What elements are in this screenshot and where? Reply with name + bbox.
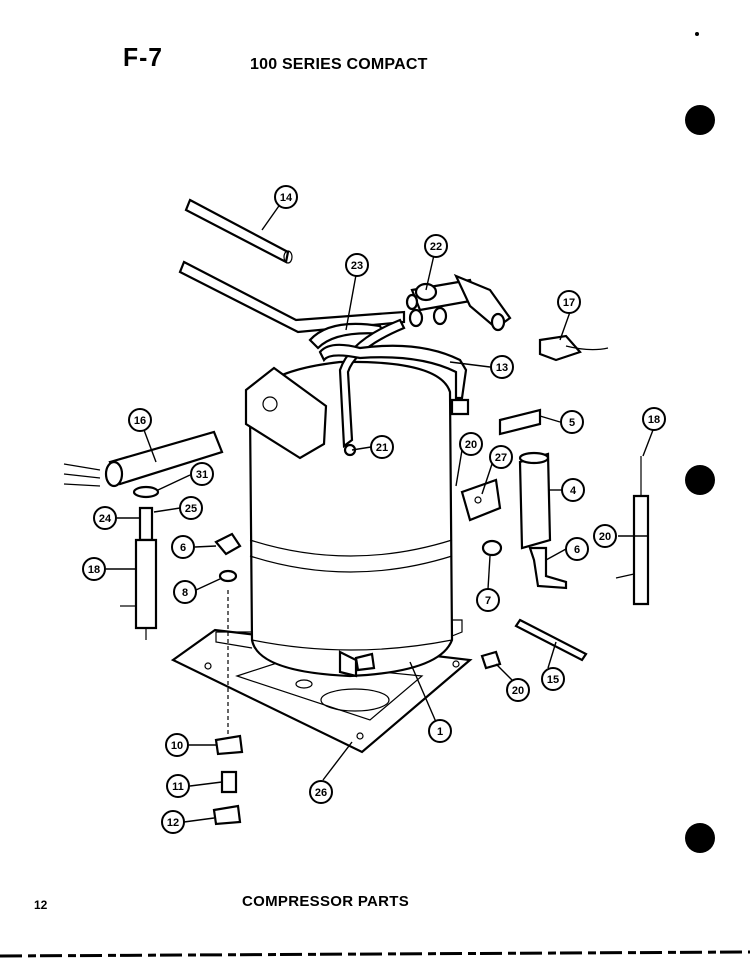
callout-4: 4 (561, 478, 585, 502)
callout-number: 25 (185, 503, 197, 515)
callout-number: 1 (437, 726, 443, 738)
series-title: 100 SERIES COMPACT (250, 56, 428, 73)
callout-number: 26 (315, 787, 327, 799)
service-valve-cluster (405, 273, 512, 332)
callout-20-upper: 20 (459, 432, 483, 456)
callout-12: 12 (161, 810, 185, 834)
section-title: COMPRESSOR PARTS (242, 893, 410, 910)
speck-mark (695, 32, 699, 36)
callout-18-left: 18 (82, 557, 106, 581)
callout-number: 22 (430, 241, 442, 253)
binder-hole-top (685, 105, 715, 135)
callout-number: 24 (99, 513, 112, 525)
loose-parts (480, 618, 588, 670)
callout-5: 5 (560, 410, 584, 434)
accumulator-assembly (498, 408, 568, 590)
binder-hole-middle (685, 465, 715, 495)
callout-27: 27 (489, 445, 513, 469)
refrigerant-tubing (178, 198, 470, 457)
callout-14: 14 (274, 185, 298, 209)
callout-24: 24 (93, 506, 117, 530)
mount-hardware (212, 532, 244, 826)
callout-15: 15 (541, 667, 565, 691)
overload-relay (63, 430, 224, 499)
callout-13: 13 (490, 355, 514, 379)
scan-edge (0, 950, 750, 958)
binder-hole-bottom (685, 823, 715, 853)
callout-number: 31 (196, 469, 208, 481)
callout-number: 6 (180, 542, 186, 554)
callout-number: 5 (569, 417, 575, 429)
callout-25: 25 (179, 496, 203, 520)
callout-23: 23 (345, 253, 369, 277)
leader-lines (106, 202, 654, 823)
callout-number: 17 (563, 297, 575, 309)
callout-31: 31 (190, 462, 214, 486)
callout-22: 22 (424, 234, 448, 258)
callout-number: 7 (485, 595, 491, 607)
callout-number: 8 (182, 587, 188, 599)
start-capacitor (615, 456, 650, 606)
callout-number: 13 (496, 362, 508, 374)
callout-1: 1 (428, 719, 452, 743)
callout-number: 11 (172, 781, 184, 793)
callout-number: 10 (171, 740, 183, 752)
callout-number: 14 (280, 192, 293, 204)
callout-number: 20 (512, 685, 524, 697)
compressor-body (215, 360, 463, 678)
callout-6-upper: 6 (171, 535, 195, 559)
callout-number: 18 (88, 564, 100, 576)
callout-17: 17 (557, 290, 581, 314)
mounting-bracket (460, 478, 503, 557)
callout-21: 21 (370, 435, 394, 459)
callout-number: 27 (495, 452, 507, 464)
callout-number: 15 (547, 674, 559, 686)
callout-6-lower: 6 (565, 537, 589, 561)
callout-number: 23 (351, 260, 363, 272)
callout-number: 6 (574, 544, 580, 556)
callout-8: 8 (173, 580, 197, 604)
callout-16: 16 (128, 408, 152, 432)
callout-number: 21 (376, 442, 388, 454)
callout-number: 16 (134, 415, 146, 427)
terminal-block (538, 334, 609, 362)
callout-10: 10 (165, 733, 189, 757)
callout-7: 7 (476, 588, 500, 612)
callout-number: 18 (648, 414, 660, 426)
callout-26: 26 (309, 780, 333, 804)
page-number: 12 (34, 898, 48, 912)
callout-number: 12 (167, 817, 179, 829)
callout-number: 20 (465, 439, 477, 451)
start-relay (120, 506, 158, 640)
callout-20-lower: 20 (506, 678, 530, 702)
callout-18-right: 18 (642, 407, 666, 431)
callout-20-right: 20 (593, 524, 617, 548)
figure-code: F-7 (123, 42, 163, 72)
callout-11: 11 (166, 774, 190, 798)
callout-number: 20 (599, 531, 611, 543)
callout-number: 4 (570, 485, 577, 497)
